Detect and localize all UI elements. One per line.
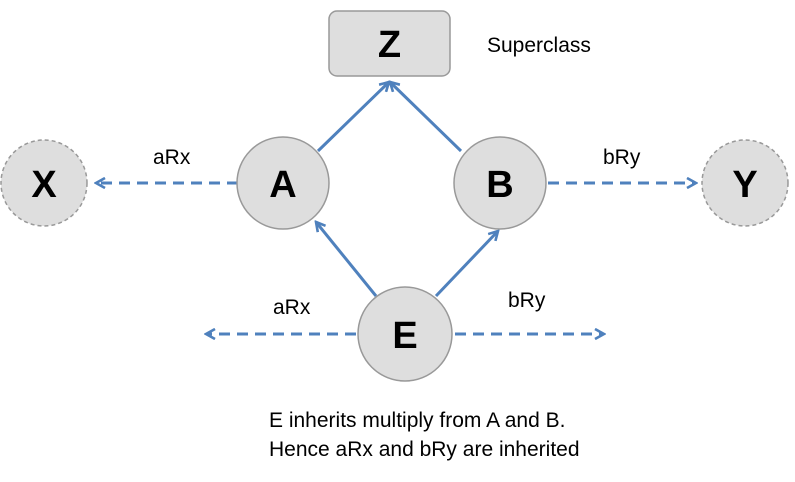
edge-e-to-b (434, 231, 498, 298)
caption-line-1: E inherits multiply from A and B. (269, 409, 565, 432)
node-e-label: E (392, 315, 417, 357)
edge-a-to-z (316, 82, 389, 153)
node-z-label: Z (378, 24, 401, 66)
node-z (328, 10, 451, 77)
node-b-label: B (486, 164, 513, 206)
caption-line-2: Hence aRx and bRy are inherited (269, 438, 580, 461)
node-x (0, 139, 88, 227)
edge-b-to-z (390, 82, 463, 153)
node-e (357, 286, 453, 382)
superclass-label: Superclass (487, 34, 591, 57)
inherited-relation-label-arx: aRx (273, 296, 311, 319)
edge-e-to-a (316, 222, 378, 297)
node-y (701, 139, 789, 227)
inherited-relation-label-bry: bRy (508, 289, 546, 312)
node-x-label: X (31, 164, 57, 206)
node-b (453, 136, 547, 230)
relation-label-bry: bRy (603, 146, 641, 169)
node-y-label: Y (732, 164, 757, 206)
node-a-label: A (269, 164, 296, 206)
relation-label-arx: aRx (153, 146, 191, 169)
node-a (236, 136, 330, 230)
